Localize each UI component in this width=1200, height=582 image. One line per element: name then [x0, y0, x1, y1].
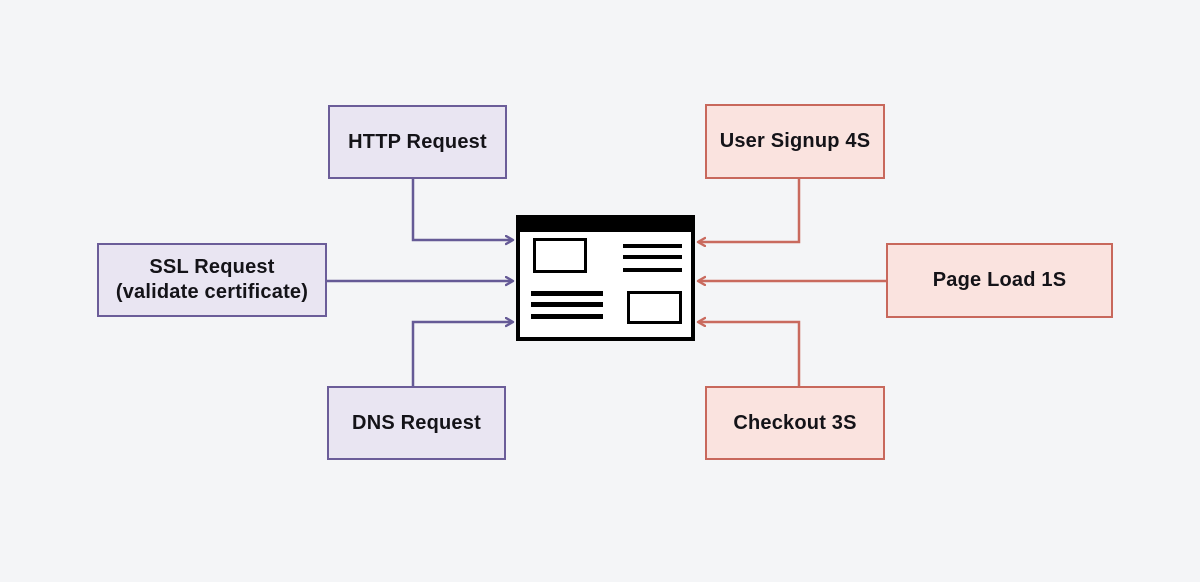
browser-text-line [531, 302, 603, 307]
node-dns-request[interactable]: DNS Request [327, 386, 506, 460]
connector-dns-to-browser [411, 322, 513, 386]
connector-checkout-to-browser [698, 322, 801, 386]
node-label: DNS Request [352, 411, 481, 434]
browser-image-placeholder-bottom [627, 291, 682, 324]
node-checkout[interactable]: Checkout 3S [705, 386, 885, 460]
connector-signup-to-browser [698, 179, 801, 242]
node-http-request[interactable]: HTTP Request [328, 105, 507, 179]
browser-window-icon [516, 215, 695, 341]
browser-text-line [623, 244, 682, 248]
node-ssl-request[interactable]: SSL Request (validate certificate) [97, 243, 327, 317]
node-label: Page Load 1S [932, 269, 1067, 291]
browser-text-line [531, 291, 603, 296]
node-page-load[interactable]: Page Load 1S [886, 243, 1113, 318]
browser-text-line [623, 268, 682, 272]
node-sublabel: (validate certificate) [115, 281, 309, 303]
browser-titlebar [520, 219, 691, 232]
connector-http-to-browser [411, 179, 513, 240]
browser-image-placeholder-top [533, 238, 587, 273]
node-label: Checkout 3S [733, 411, 857, 434]
node-user-signup[interactable]: User Signup 4S [705, 104, 885, 179]
browser-text-line [623, 255, 682, 259]
browser-text-line [531, 314, 603, 319]
node-label: SSL Request [149, 256, 275, 278]
node-label: User Signup 4S [719, 130, 871, 152]
node-label: HTTP Request [348, 130, 487, 153]
